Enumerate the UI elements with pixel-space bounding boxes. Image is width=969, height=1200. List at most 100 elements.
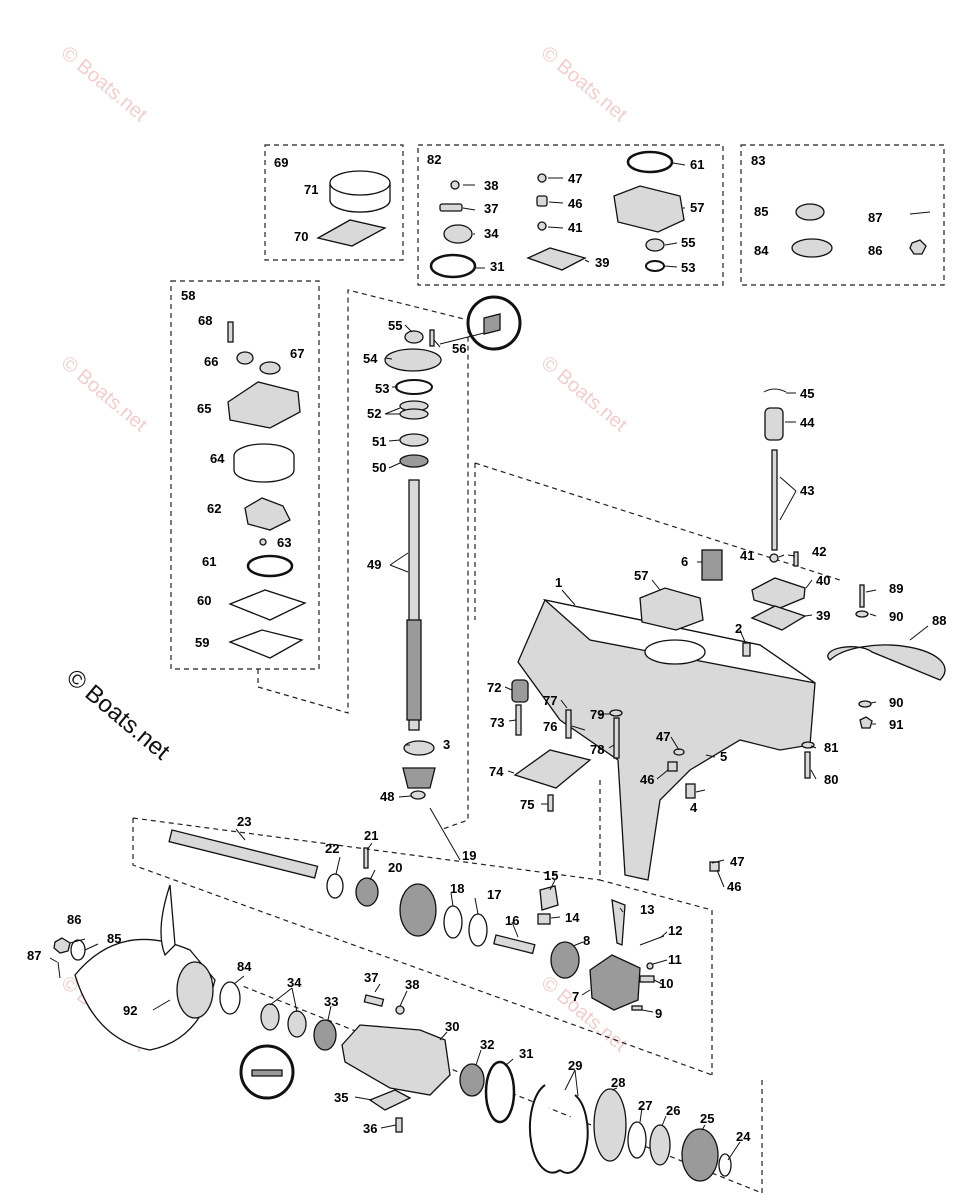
part-49-driveshaft — [408, 479, 420, 731]
leader — [235, 828, 668, 1013]
part-74-plate — [513, 749, 592, 789]
part-label-87: 87 — [27, 948, 41, 963]
part-label-35: 35 — [334, 1090, 348, 1105]
part-label-85: 85 — [754, 204, 768, 219]
part-label-16: 16 — [505, 913, 519, 928]
leader — [384, 324, 485, 861]
part-31-o-ring — [484, 1060, 516, 1124]
part-label-57: 57 — [690, 200, 704, 215]
part-label-63: 63 — [277, 535, 291, 550]
part-label-84: 84 — [754, 243, 769, 258]
part-label-21: 21 — [364, 828, 378, 843]
part-label-11: 11 — [668, 952, 682, 967]
part-38-nut — [395, 1005, 405, 1015]
part-46-screw — [667, 761, 678, 772]
part-label-47: 47 — [568, 171, 582, 186]
part-label-38: 38 — [405, 977, 419, 992]
part-27-washer — [627, 1121, 647, 1159]
kit-label-69: 69 — [274, 155, 288, 170]
part-67-seal — [259, 361, 281, 375]
part-label-46: 46 — [727, 879, 741, 894]
part-label-81: 81 — [824, 740, 838, 755]
part-46-screw — [709, 861, 720, 872]
part-label-67: 67 — [290, 346, 304, 361]
part-89-screw — [859, 584, 865, 608]
part-4-screw — [685, 783, 696, 799]
part-label-54: 54 — [363, 351, 378, 366]
part-23-propshaft — [168, 829, 319, 879]
part-34-seal — [443, 224, 473, 244]
part-45-clip — [763, 388, 787, 393]
part-92-blade — [160, 884, 176, 957]
part-label-7: 7 — [572, 989, 579, 1004]
driveshaft-assembly — [384, 295, 522, 800]
part-64-liner-body — [233, 456, 295, 483]
part-29-retaining-ring — [559, 1094, 589, 1174]
part-label-28: 28 — [611, 1075, 625, 1090]
part-61-o-ring — [626, 150, 674, 174]
part-90-washer — [855, 610, 869, 618]
part-label-91: 91 — [889, 717, 903, 732]
part-label-46: 46 — [568, 196, 582, 211]
part-label-25: 25 — [700, 1111, 714, 1126]
part-39-gasket — [526, 247, 587, 271]
part-10-spring — [639, 975, 655, 983]
leader — [462, 162, 686, 269]
kit-box-83 — [740, 144, 945, 286]
part-label-29: 29 — [568, 1058, 582, 1073]
part-label-43: 43 — [800, 483, 814, 498]
part-label-41: 41 — [568, 220, 582, 235]
part-label-57: 57 — [634, 568, 648, 583]
part-label-1: 1 — [555, 575, 562, 590]
part-label-86: 86 — [67, 912, 81, 927]
part-label-37: 37 — [484, 201, 498, 216]
part-label-47: 47 — [730, 854, 744, 869]
part-6-block — [701, 549, 723, 581]
part-label-46: 46 — [640, 772, 654, 787]
part-15-cradle — [539, 885, 559, 911]
part-label-48: 48 — [380, 789, 394, 804]
part-label-88: 88 — [932, 613, 946, 628]
part-label-8: 8 — [583, 933, 590, 948]
part-92-hub — [176, 961, 214, 1019]
part-label-71: 71 — [304, 182, 318, 197]
part-73-screw — [515, 704, 522, 736]
part-label-76: 76 — [543, 719, 557, 734]
part-label-13: 13 — [640, 902, 654, 917]
part-label-15: 15 — [544, 868, 558, 883]
part-label-62: 62 — [207, 501, 221, 516]
part-label-14: 14 — [565, 910, 580, 925]
part-20-clutch — [355, 877, 379, 907]
part-37-screw — [439, 203, 463, 212]
part-55-seal — [645, 238, 665, 252]
part-7-shift-housing — [589, 954, 641, 1011]
part-label-39: 39 — [595, 255, 609, 270]
part-label-59: 59 — [195, 635, 209, 650]
part-32-bearing — [459, 1063, 485, 1097]
kit-label-58: 58 — [181, 288, 195, 303]
part-label-17: 17 — [487, 887, 501, 902]
part-42-screw — [793, 551, 799, 567]
part-44-boot — [764, 407, 784, 441]
part-label-30: 30 — [445, 1019, 459, 1034]
part-3-bearing — [403, 740, 435, 756]
part-label-50: 50 — [372, 460, 386, 475]
part-label-51: 51 — [372, 434, 386, 449]
part-label-87: 87 — [868, 210, 882, 225]
part-label-31: 31 — [519, 1046, 533, 1061]
kit-label-83: 83 — [751, 153, 765, 168]
part-33-bearing — [313, 1019, 337, 1051]
part-78-stud — [613, 717, 620, 759]
part-label-75: 75 — [520, 797, 534, 812]
part-label-42: 42 — [812, 544, 826, 559]
part-label-37: 37 — [364, 970, 378, 985]
part-87-cotter-pin — [57, 961, 61, 979]
part-56-screw — [429, 329, 435, 347]
kit-box-82 — [417, 144, 724, 286]
part-88-trim-tab — [827, 644, 946, 681]
part-39-gasket — [750, 605, 807, 631]
part-label-90: 90 — [889, 695, 903, 710]
part-label-64: 64 — [210, 451, 225, 466]
part-62-impeller — [244, 497, 291, 531]
